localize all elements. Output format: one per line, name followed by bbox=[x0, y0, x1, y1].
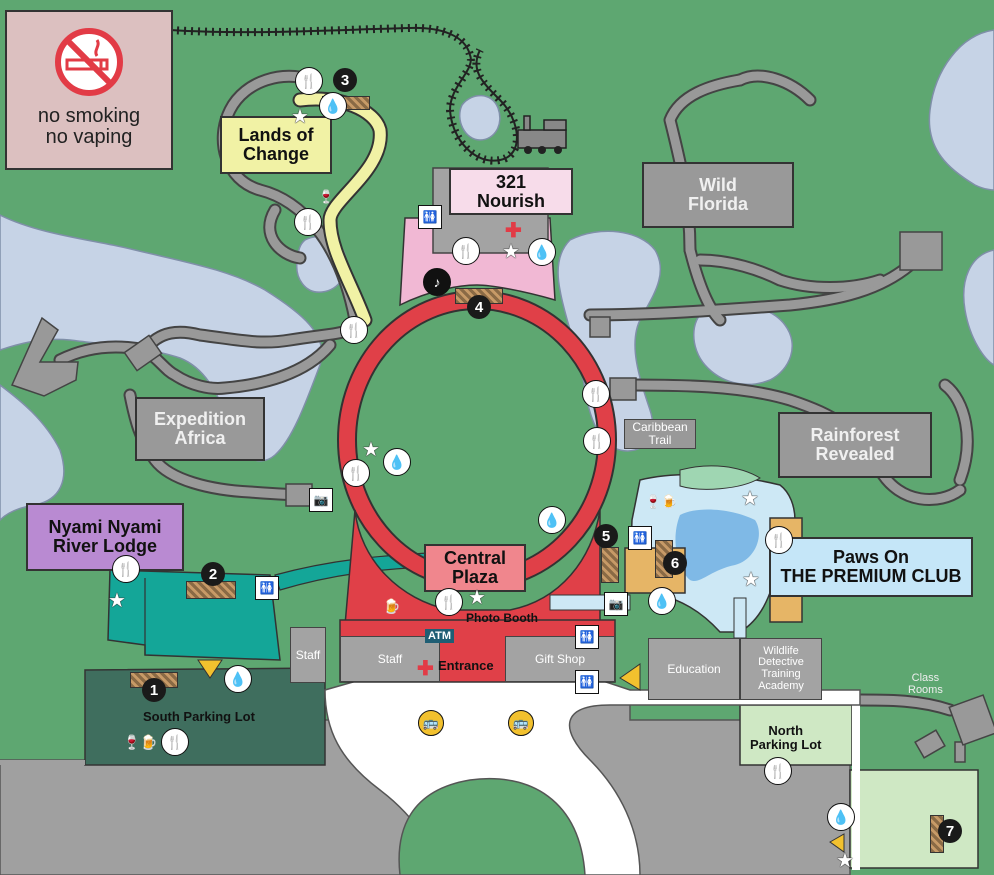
dining-icon[interactable]: 🍴 bbox=[583, 427, 611, 455]
dining-icon[interactable]: 🍴 bbox=[435, 588, 463, 616]
yellow-triangles bbox=[197, 659, 845, 853]
star-icon[interactable]: ★ bbox=[836, 850, 854, 872]
caribbean-trail-label[interactable]: Caribbean Trail bbox=[624, 419, 696, 449]
no-smoking-icon bbox=[55, 28, 123, 96]
marker-5[interactable]: 5 bbox=[594, 524, 618, 548]
star-icon[interactable]: ★ bbox=[468, 587, 486, 609]
dining-icon[interactable]: 🍴 bbox=[112, 555, 140, 583]
wildlife-detective-building[interactable]: Wildlife Detective Training Academy bbox=[740, 638, 822, 700]
train-icon bbox=[517, 115, 567, 154]
marker-2[interactable]: 2 bbox=[201, 562, 225, 586]
no-vaping-text: no vaping bbox=[45, 126, 133, 148]
staff-building: Staff bbox=[340, 636, 440, 682]
water-fountain-icon[interactable]: 💧 bbox=[528, 238, 556, 266]
lands-of-change-label[interactable]: Lands of Change bbox=[220, 116, 332, 174]
north-parking-label[interactable]: North Parking Lot bbox=[750, 723, 822, 753]
restroom-icon[interactable]: 🚻 bbox=[575, 670, 599, 694]
entrance-label[interactable]: Entrance bbox=[438, 658, 494, 673]
drinks-icon[interactable]: 🍷🍺 bbox=[123, 734, 158, 750]
dining-icon[interactable]: 🍴 bbox=[452, 237, 480, 265]
marker-1[interactable]: 1 bbox=[142, 678, 166, 702]
water-fountain-icon[interactable]: 💧 bbox=[383, 448, 411, 476]
dining-icon[interactable]: 🍴 bbox=[764, 757, 792, 785]
marker-6[interactable]: 6 bbox=[663, 551, 687, 575]
south-parking-label[interactable]: South Parking Lot bbox=[143, 709, 255, 724]
dining-icon[interactable]: 🍴 bbox=[161, 728, 189, 756]
dining-icon[interactable]: 🍴 bbox=[342, 459, 370, 487]
water-fountain-icon[interactable]: 💧 bbox=[827, 803, 855, 831]
staff-small-building: Staff bbox=[290, 627, 326, 683]
bus-stop-icon[interactable]: 🚌 bbox=[508, 710, 534, 736]
dining-icon[interactable]: 🍴 bbox=[294, 208, 322, 236]
rainforest-revealed-label[interactable]: Rainforest Revealed bbox=[778, 412, 932, 478]
restroom-icon[interactable]: 🚻 bbox=[255, 576, 279, 600]
atm-label[interactable]: ATM bbox=[425, 629, 455, 643]
water-fountain-icon[interactable]: 💧 bbox=[648, 587, 676, 615]
marker-3[interactable]: 3 bbox=[333, 68, 357, 92]
drinks-icon[interactable]: 🍷🍺 bbox=[645, 494, 678, 509]
dining-icon[interactable]: 🍴 bbox=[582, 380, 610, 408]
star-icon[interactable]: ★ bbox=[291, 106, 309, 128]
star-icon[interactable]: ★ bbox=[742, 569, 760, 591]
star-icon[interactable]: ★ bbox=[108, 590, 126, 612]
nourish-label[interactable]: 321 Nourish bbox=[449, 168, 573, 215]
marker-4[interactable]: 4 bbox=[467, 295, 491, 319]
water-fountain-icon[interactable]: 💧 bbox=[224, 665, 252, 693]
expedition-africa-label[interactable]: Expedition Africa bbox=[135, 397, 265, 461]
trail-pavilions bbox=[10, 231, 994, 763]
first-aid-icon[interactable]: ✚ bbox=[417, 658, 434, 680]
photo-booth-label[interactable]: Photo Booth bbox=[466, 611, 538, 625]
paws-on-label[interactable]: Paws On THE PREMIUM CLUB bbox=[769, 537, 973, 597]
nyami-lodge-label[interactable]: Nyami Nyami River Lodge bbox=[26, 503, 184, 571]
bus-stop-icon[interactable]: 🚌 bbox=[418, 710, 444, 736]
bus-loop bbox=[324, 679, 861, 875]
no-smoking-sign: no smoking no vaping bbox=[5, 10, 173, 170]
restroom-icon[interactable]: 🚻 bbox=[628, 526, 652, 550]
class-rooms-label: Class Rooms bbox=[908, 672, 943, 697]
restroom-icon[interactable]: 🚻 bbox=[575, 625, 599, 649]
first-aid-icon[interactable]: ✚ bbox=[505, 220, 522, 242]
camera-icon[interactable]: 📷 bbox=[604, 592, 628, 616]
central-plaza-label[interactable]: Central Plaza bbox=[424, 544, 526, 592]
education-building[interactable]: Education bbox=[648, 638, 740, 700]
restroom-icon[interactable]: 🚻 bbox=[418, 205, 442, 229]
no-smoking-text: no smoking bbox=[37, 105, 141, 127]
star-icon[interactable]: ★ bbox=[362, 439, 380, 461]
camera-icon[interactable]: 📷 bbox=[309, 488, 333, 512]
marker-7[interactable]: 7 bbox=[938, 819, 962, 843]
wild-florida-label[interactable]: Wild Florida bbox=[642, 162, 794, 228]
water-fountain-icon[interactable]: 💧 bbox=[319, 92, 347, 120]
star-icon[interactable]: ★ bbox=[502, 241, 520, 263]
beer-icon[interactable]: 🍺 bbox=[383, 598, 401, 614]
dining-icon[interactable]: 🍴 bbox=[765, 526, 793, 554]
music-icon[interactable]: ♪ bbox=[423, 268, 451, 296]
hatched-area-5 bbox=[601, 547, 619, 583]
water-fountain-icon[interactable]: 💧 bbox=[538, 506, 566, 534]
dining-icon[interactable]: 🍴 bbox=[295, 67, 323, 95]
drink-icon[interactable]: 🍷 bbox=[318, 189, 335, 204]
star-icon[interactable]: ★ bbox=[741, 488, 759, 510]
railway bbox=[169, 23, 521, 165]
dining-icon[interactable]: 🍴 bbox=[340, 316, 368, 344]
